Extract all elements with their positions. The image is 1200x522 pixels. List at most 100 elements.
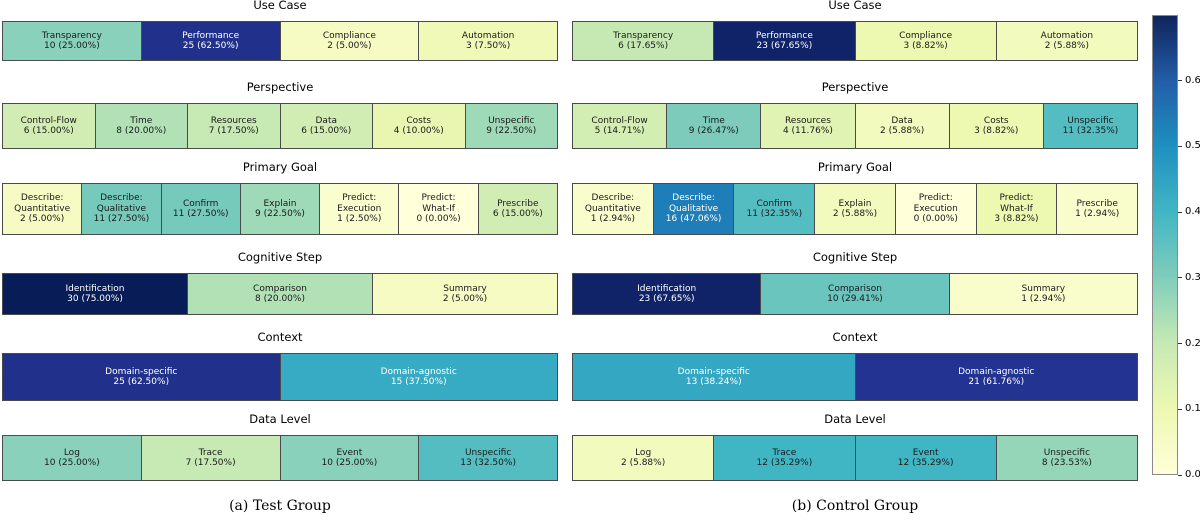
cell-label: Summary (443, 283, 487, 294)
cell-label: Identification (65, 283, 125, 294)
cell-value: 8 (20.00%) (116, 126, 167, 136)
cell-label: Log (635, 447, 652, 458)
cell-value: 30 (75.00%) (67, 294, 123, 304)
cell-value: 12 (35.29%) (897, 458, 954, 468)
cell-label: Describe: Quantitative (584, 193, 641, 214)
cell-label: Prescribe (1076, 198, 1118, 209)
cell-value: 4 (10.00%) (393, 126, 444, 136)
colorbar-tick-label: 0.2 (1185, 337, 1200, 349)
cell-value: 10 (25.00%) (44, 458, 100, 468)
cell-label: Performance (755, 30, 813, 41)
cell-label: Transparency (613, 30, 674, 41)
cell-label: Control-Flow (591, 115, 648, 126)
cell-label: Unspecific (1043, 447, 1091, 458)
cell-value: 4 (11.76%) (782, 126, 833, 136)
cell-value: 2 (5.88%) (832, 209, 878, 219)
cell-label: Data (891, 115, 913, 126)
cell-value: 8 (23.53%) (1041, 458, 1092, 468)
cell-label: Automation (461, 30, 515, 41)
cell-value: 11 (27.50%) (93, 214, 150, 225)
cell-value: 11 (32.35%) (1062, 126, 1119, 136)
colorbar-tick-label: 0.4 (1185, 206, 1200, 218)
cell-value: 10 (25.00%) (44, 41, 100, 51)
colorbar-tick-mark (1178, 408, 1182, 410)
colorbar-tick-mark (1178, 343, 1182, 345)
cell-value: 21 (61.76%) (968, 377, 1025, 387)
cell-value: 8 (20.00%) (255, 294, 305, 304)
cell-value: 3 (8.82%) (974, 126, 1019, 136)
cell-label: Automation (1040, 30, 1094, 41)
cell-label: Costs (406, 115, 432, 126)
cell-value: 16 (47.06%) (665, 214, 722, 225)
cell-label: Domain-agnostic (958, 366, 1035, 377)
cell-value: 2 (5.00%) (20, 214, 65, 225)
cell-value: 1 (2.94%) (1075, 209, 1120, 219)
caption-control-group: (b) Control Group (791, 498, 919, 514)
cell-label: Comparison (253, 283, 307, 294)
cell-label: Explain (838, 198, 872, 209)
cell-value: 10 (29.41%) (827, 294, 883, 304)
cell-value: 6 (15.00%) (301, 126, 352, 136)
cell-label: Costs (983, 115, 1009, 126)
cell-label: Summary (1021, 283, 1066, 294)
cell-label: Unspecific (1067, 115, 1114, 126)
cell-value: 13 (38.24%) (685, 377, 742, 387)
cell-label: Confirm (756, 198, 793, 209)
cell-value: 3 (8.82%) (903, 41, 948, 51)
row-title: Cognitive Step (812, 250, 898, 264)
colorbar-tick-mark (1178, 145, 1182, 147)
colorbar-tick-mark (1178, 211, 1182, 213)
cell-label: Domain-specific (677, 366, 750, 377)
row-title: Context (832, 330, 878, 344)
row-bar: Describe: Quantitative 1 (2.94%) Describe:… (572, 183, 1138, 235)
cell-label: Transparency (41, 30, 102, 41)
row-title: Data Level (824, 412, 886, 426)
cell-label: Log (63, 447, 80, 458)
colorbar-tick-mark (1178, 474, 1182, 476)
cell-label: Explain (263, 198, 297, 209)
cell-label: Confirm (182, 198, 219, 209)
cell-value: 6 (15.00%) (492, 209, 543, 219)
cell-label: Control-Flow (20, 115, 77, 126)
cell-value: 2 (5.00%) (442, 294, 488, 304)
cell-value: 9 (22.50%) (486, 126, 537, 136)
row-title: Primary Goal (242, 160, 318, 174)
cell-label: Identification (637, 283, 697, 294)
